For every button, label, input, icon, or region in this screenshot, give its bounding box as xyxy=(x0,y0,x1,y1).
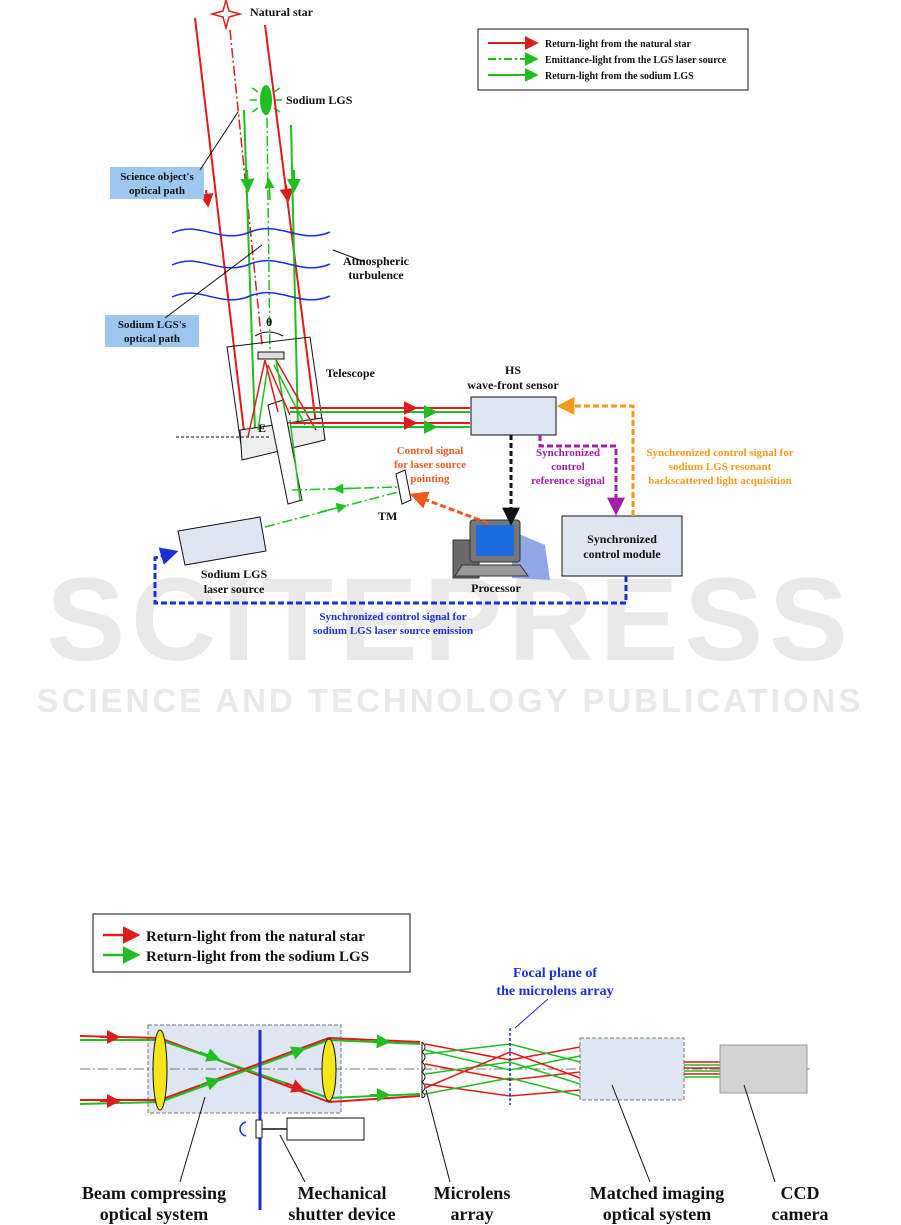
ctrl-pointing-label-2: for laser source xyxy=(394,459,466,471)
top-legend-item-2: Emittance-light from the LGS laser sourc… xyxy=(545,55,727,66)
sodium-pointer xyxy=(164,244,263,319)
sync-ref-label-1: Synchronized xyxy=(536,447,600,459)
beam-label-1: Beam compressing xyxy=(82,1183,226,1203)
laser-source-box xyxy=(177,516,267,566)
sync-acq-label-1: Synchronized control signal for xyxy=(646,447,793,459)
tm-label: TM xyxy=(378,509,397,523)
shutter-label-1: Mechanical xyxy=(298,1183,387,1203)
ccd-beams xyxy=(684,1061,720,1078)
ctrl-pointing-label-3: pointing xyxy=(410,473,450,485)
natural-star-label: Natural star xyxy=(250,5,314,19)
lgs-beam-left xyxy=(243,109,256,431)
atmos-label-1: Atmospheric xyxy=(343,254,410,268)
ccd-camera-box xyxy=(719,1044,808,1094)
science-path-label-1: Science object's xyxy=(120,171,194,183)
science-pointer xyxy=(199,111,239,171)
microlens-label-1: Microlens xyxy=(434,1183,511,1203)
sync-acq-arrow xyxy=(556,397,635,516)
ctrl-pointing-label-1: Control signal xyxy=(397,445,464,457)
microlens-label-2: array xyxy=(451,1204,494,1224)
beam-label-2: optical system xyxy=(100,1204,208,1224)
atmos-pointer xyxy=(332,249,366,263)
turbulence-waves xyxy=(171,227,331,301)
lgs-beam-right xyxy=(290,124,299,431)
lens-2 xyxy=(321,1038,337,1102)
watermark-big: SCITEPRESS xyxy=(46,554,854,686)
natural-star-icon xyxy=(209,0,243,31)
microlens-beams xyxy=(424,1043,581,1097)
top-legend-item-3: Return-light from the sodium LGS xyxy=(545,71,694,82)
sync-ref-label-2: control xyxy=(551,461,584,473)
matched-imaging-box xyxy=(579,1037,685,1101)
sync-emission-label-1: Synchronized control signal for xyxy=(319,611,466,623)
sync-emission-arrow xyxy=(153,547,628,605)
sync-acq-label-2: sodium LGS resonant xyxy=(669,461,772,473)
ccd-label-2: camera xyxy=(772,1204,829,1224)
shutter-motor xyxy=(286,1117,365,1141)
ns-beam-left xyxy=(194,17,246,441)
bottom-legend-item-1: Return-light from the natural star xyxy=(146,929,365,945)
focal-plane-label-1: Focal plane of xyxy=(513,966,597,981)
sodium-path-label-bg xyxy=(105,315,199,347)
microlens-array xyxy=(421,1041,426,1099)
sync-module-label-2: control module xyxy=(583,547,661,561)
sodium-lgs-icon xyxy=(250,85,282,115)
matched-label-2: optical system xyxy=(603,1204,711,1224)
matched-label-1: Matched imaging xyxy=(590,1183,725,1203)
theta-label: θ xyxy=(266,315,272,329)
sodium-lgs-label: Sodium LGS xyxy=(286,93,353,107)
science-path-label-bg xyxy=(110,167,204,199)
shutter-label-2: shutter device xyxy=(288,1204,395,1224)
focal-plane-label-2: the microlens array xyxy=(496,984,613,999)
telescope-label: Telescope xyxy=(326,366,376,380)
hs-sensor-label-2: wave-front sensor xyxy=(467,378,559,392)
e-label: E xyxy=(258,421,266,435)
laser-source-label-2: laser source xyxy=(204,582,265,596)
bottom-legend xyxy=(92,913,411,973)
sync-ref-arrow xyxy=(538,435,625,516)
top-legend-item-1: Return-light from the natural star xyxy=(545,39,691,50)
sync-module-box xyxy=(561,515,683,577)
sync-emission-label-2: sodium LGS laser source emission xyxy=(313,625,473,637)
hs-sensor-label-1: HS xyxy=(505,363,521,377)
sync-module-label-1: Synchronized xyxy=(587,532,657,546)
lens-1 xyxy=(152,1029,168,1111)
science-path-label-2: optical path xyxy=(129,185,185,197)
sync-ref-label-3: reference signal xyxy=(531,475,605,487)
rotate-icon xyxy=(239,1121,247,1137)
lgs-emit-axis xyxy=(266,117,271,356)
sodium-path-label-2: optical path xyxy=(124,333,180,345)
telescope xyxy=(226,336,326,505)
atmos-label-2: turbulence xyxy=(348,268,404,282)
sodium-path-label-1: Sodium LGS's xyxy=(118,319,187,331)
ccd-label-1: CCD xyxy=(781,1183,820,1203)
watermark-small: SCIENCE AND TECHNOLOGY PUBLICATIONS xyxy=(37,682,864,719)
processor-label: Processor xyxy=(471,581,521,595)
sync-acq-label-3: backscattered light acquisition xyxy=(648,475,791,487)
processor-icon xyxy=(452,519,550,580)
laser-source-label-1: Sodium LGS xyxy=(201,567,268,581)
hs-sensor-box xyxy=(470,396,557,436)
pointing-signal-arrow xyxy=(409,491,489,525)
bottom-legend-item-2: Return-light from the sodium LGS xyxy=(146,949,369,965)
